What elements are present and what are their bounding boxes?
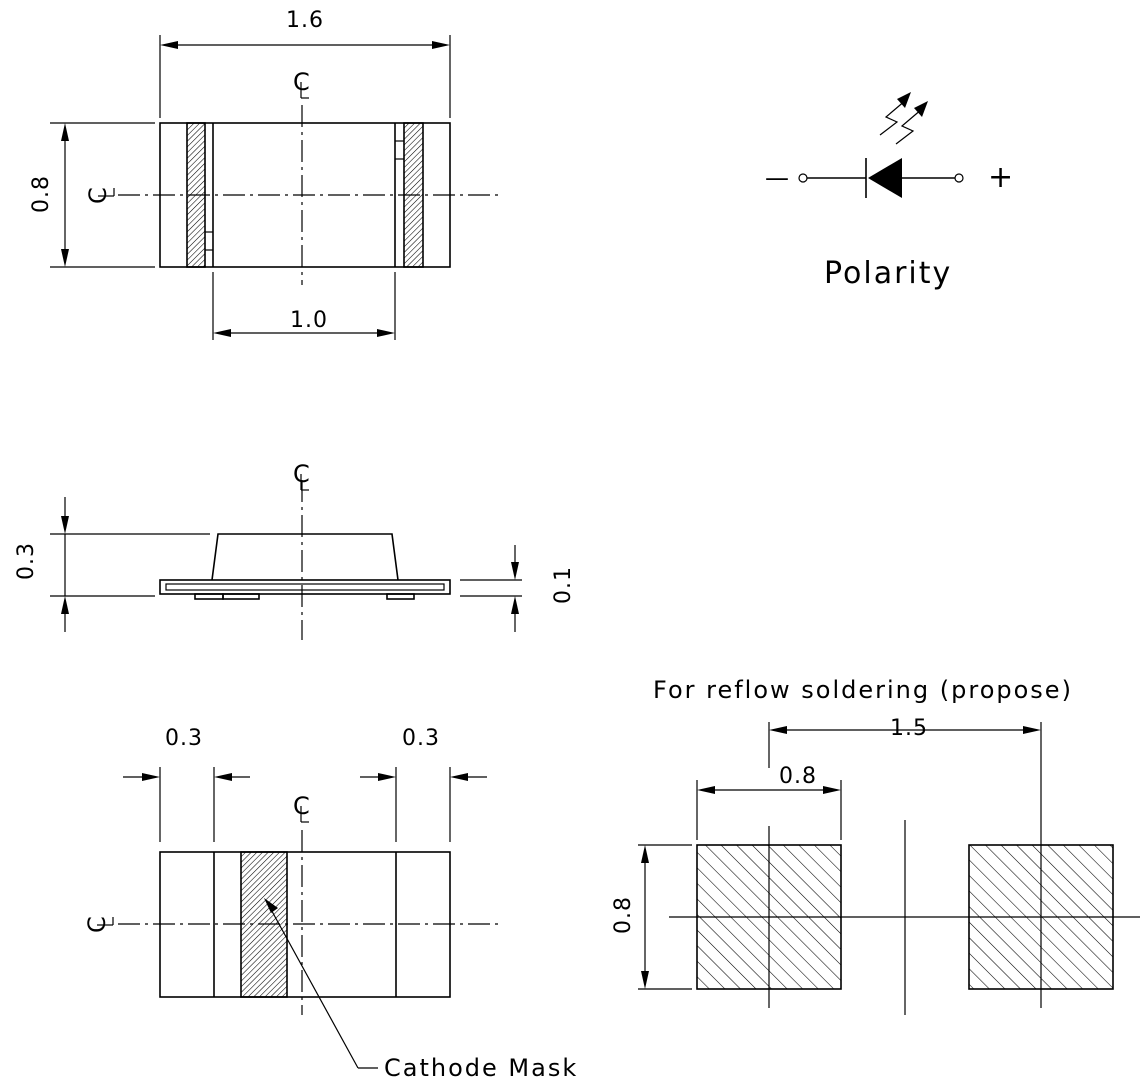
pad-width-dimension: 0.8	[779, 764, 817, 789]
diode-icon	[868, 158, 902, 198]
cathode-mask-label: Cathode Mask	[384, 1054, 578, 1082]
centerline-symbol-icon: C	[83, 916, 114, 933]
polarity-label: Polarity	[824, 256, 952, 291]
side-height-dimension: 0.3	[14, 542, 39, 580]
reflow-pad-layout: For reflow soldering (propose) 1.5 0.8 0…	[611, 676, 1140, 1015]
centerline-symbol-icon: C	[293, 792, 310, 823]
polarity-minus: —	[765, 164, 789, 192]
top-height-dimension: 0.8	[29, 175, 54, 213]
side-base-outline	[159, 579, 451, 595]
side-view: C 0.3 0.1	[14, 460, 576, 640]
top-inner-dimension: 1.0	[290, 308, 328, 333]
side-base-dimension: 0.1	[551, 566, 576, 604]
bottom-left-dimension: 0.3	[165, 726, 203, 751]
bottom-right-dimension: 0.3	[402, 726, 440, 751]
centerline-symbol-icon: C	[293, 460, 310, 491]
side-dome-outline	[211, 533, 399, 581]
centerline-symbol-icon: C	[84, 187, 115, 204]
bottom-view: C C 0.3 0.3 Cathode Mask	[83, 726, 578, 1082]
pad-height-dimension: 0.8	[611, 896, 636, 934]
top-width-dimension: 1.6	[286, 8, 324, 33]
reflow-title: For reflow soldering (propose)	[653, 676, 1073, 704]
polarity-plus: +	[988, 160, 1013, 195]
top-view: C C 1.6 0.8 1.0	[29, 8, 500, 340]
polarity-symbol: — + Polarity	[765, 92, 1013, 291]
light-emission-icon	[879, 92, 928, 145]
pad-pitch-dimension: 1.5	[890, 716, 928, 741]
centerline-symbol-icon: C	[293, 68, 310, 99]
